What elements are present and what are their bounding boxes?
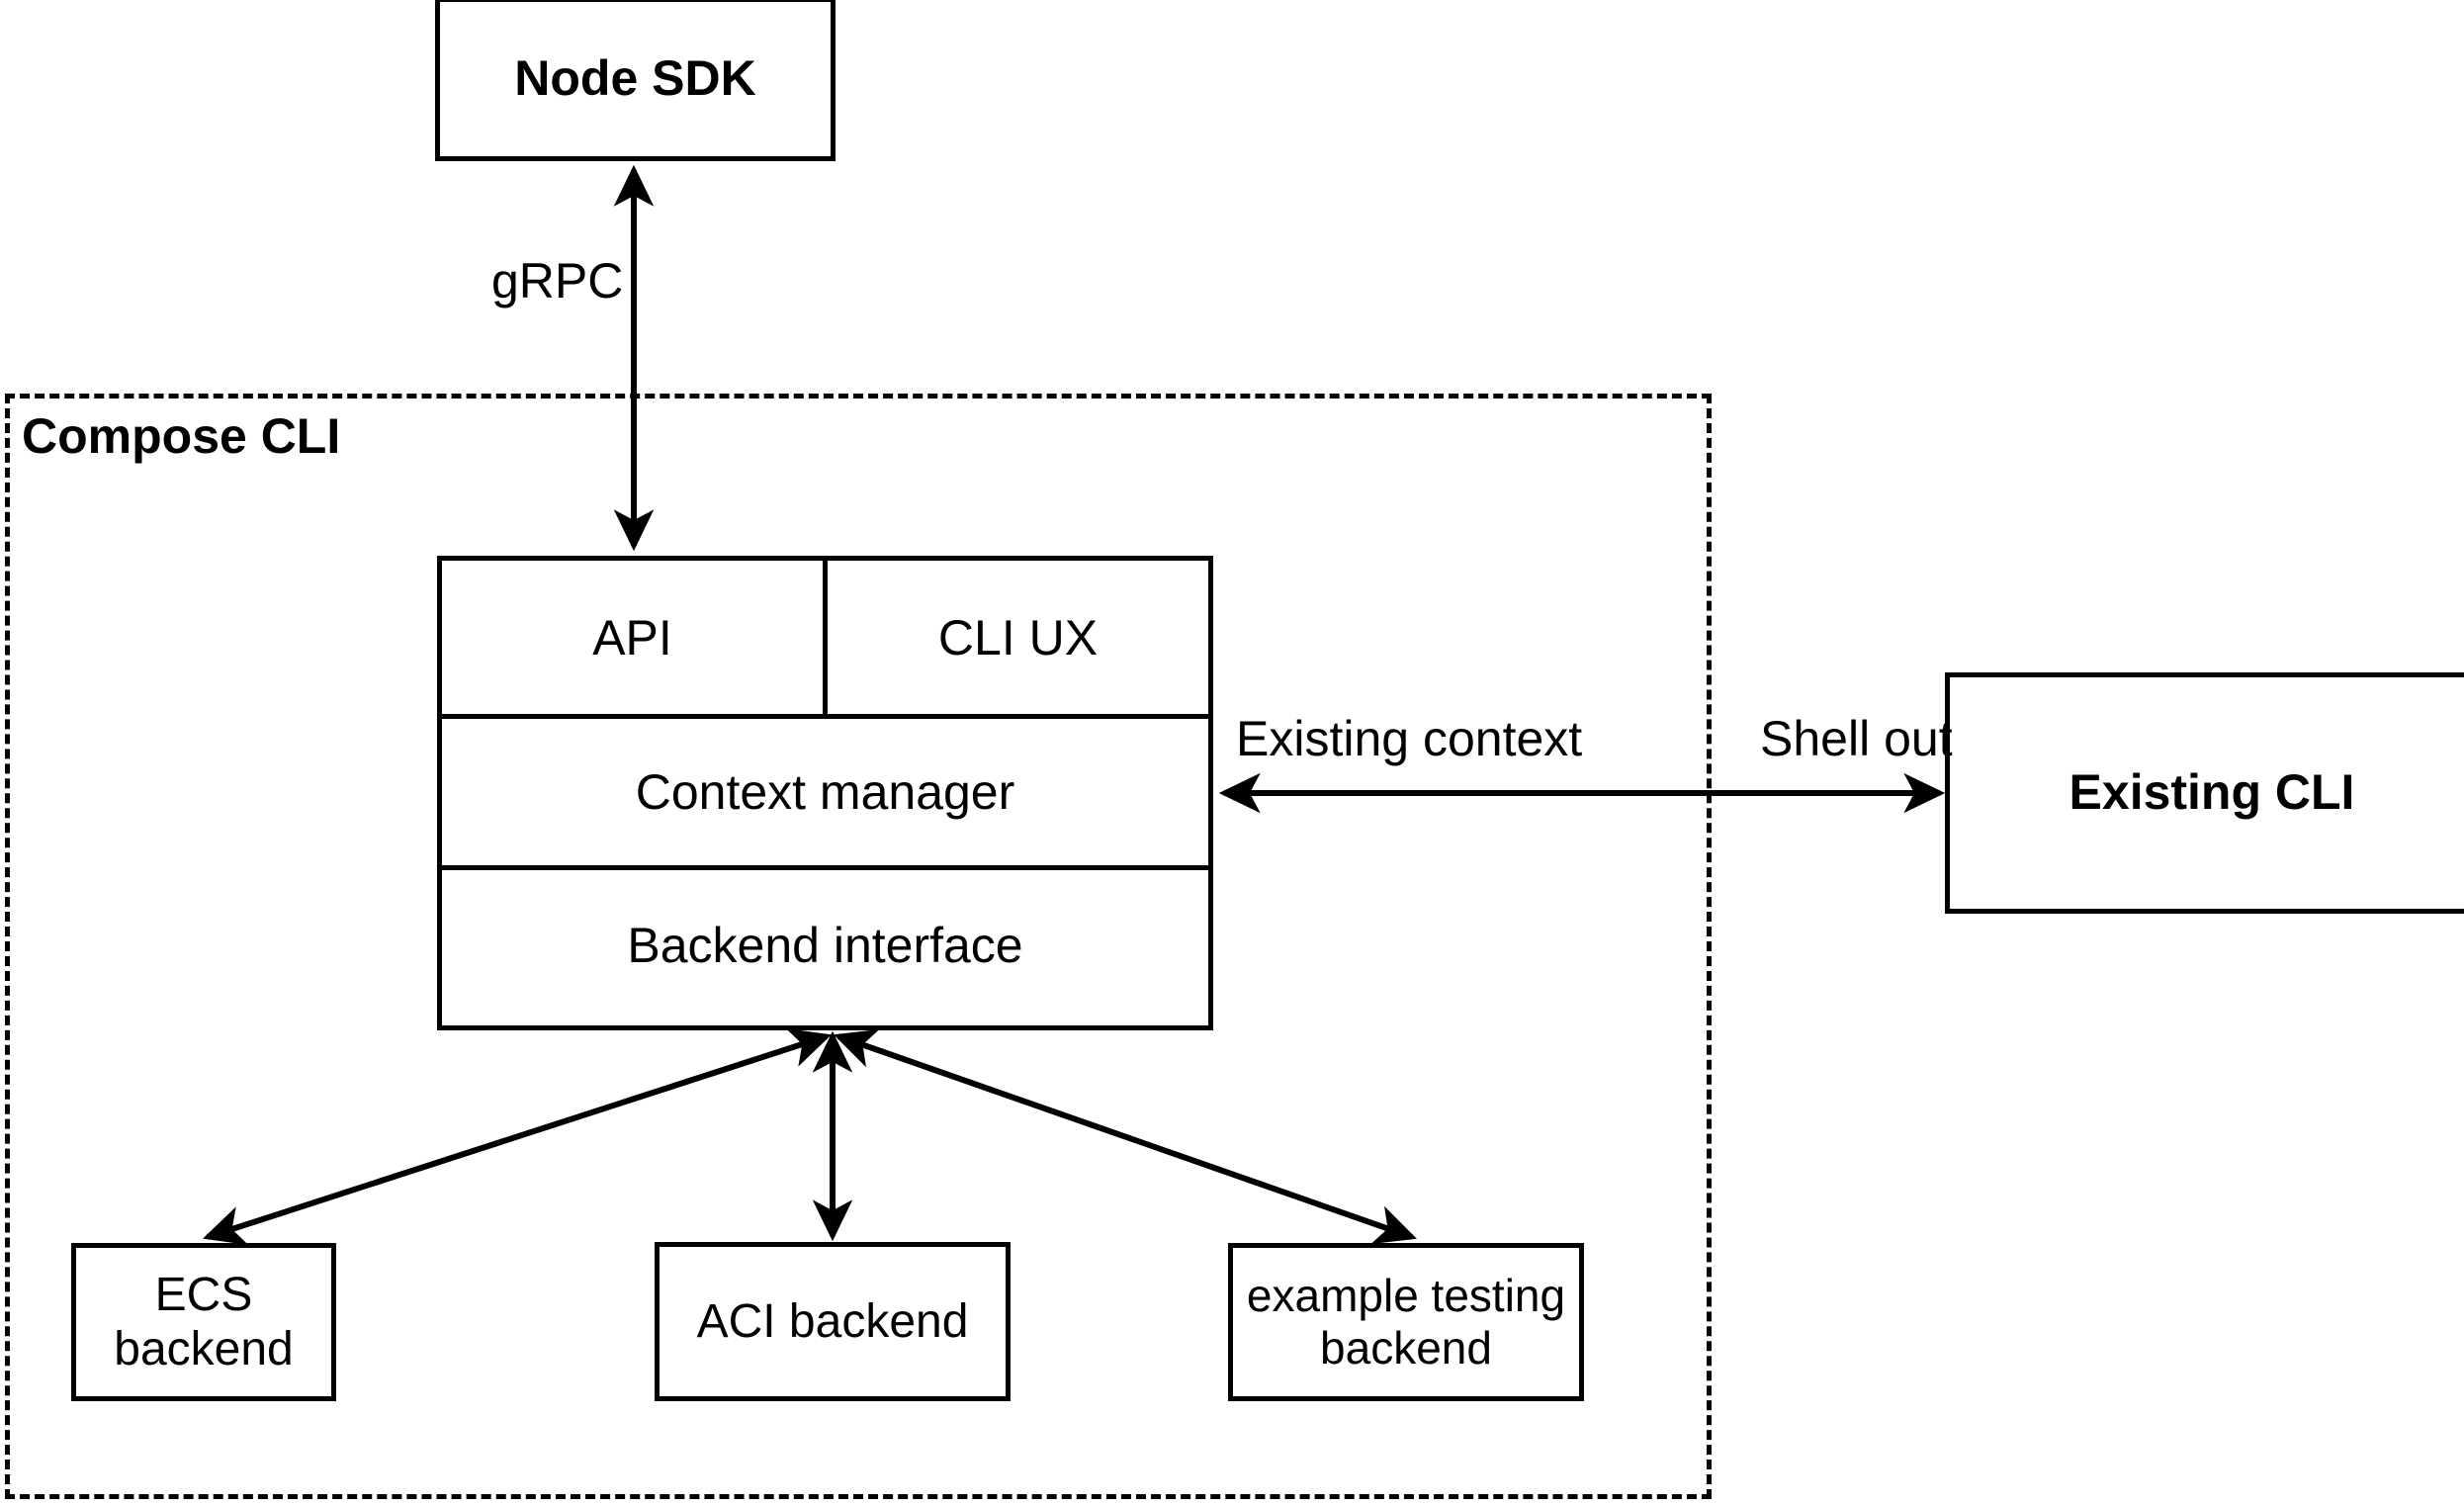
cli-ux-label: CLI UX: [937, 609, 1099, 665]
existing-cli-box[interactable]: Existing CLI: [1945, 672, 2464, 914]
compose-cli-group-label: Compose CLI: [22, 408, 341, 464]
api-cell[interactable]: API: [442, 561, 823, 714]
ecs-backend-label: ECS backend: [114, 1268, 294, 1375]
shell-out-edge-label: Shell out: [1760, 711, 1953, 766]
node-sdk-label: Node SDK: [514, 50, 756, 107]
backend-interface-label: Backend interface: [627, 918, 1023, 973]
aci-backend-box[interactable]: ACI backend: [655, 1242, 1011, 1401]
grpc-edge-label: gRPC: [491, 253, 624, 309]
stack-row-context: Context manager: [442, 714, 1208, 865]
existing-context-edge-label: Existing context: [1236, 711, 1583, 766]
context-manager-cell[interactable]: Context manager: [442, 719, 1208, 865]
cli-ux-cell[interactable]: CLI UX: [823, 561, 1208, 714]
ecs-backend-box[interactable]: ECS backend: [71, 1243, 336, 1401]
api-label: API: [592, 609, 672, 665]
stack-row-backend: Backend interface: [442, 865, 1208, 1020]
existing-cli-label: Existing CLI: [2068, 764, 2355, 821]
stack-row-top: API CLI UX: [442, 561, 1208, 714]
context-manager-label: Context manager: [635, 764, 1015, 820]
compose-cli-stack: API CLI UX Context manager Backend inter…: [437, 556, 1213, 1030]
backend-interface-cell[interactable]: Backend interface: [442, 870, 1208, 1020]
example-testing-backend-label-line1: example testing: [1246, 1270, 1566, 1322]
aci-backend-label: ACI backend: [696, 1294, 969, 1348]
example-testing-backend-label: example testing backend: [1237, 1270, 1575, 1374]
compose-cli-group-boundary: [5, 394, 1712, 1499]
example-testing-backend-label-line2: backend: [1320, 1322, 1492, 1374]
example-testing-backend-box[interactable]: example testing backend: [1228, 1243, 1584, 1401]
node-sdk-box[interactable]: Node SDK: [435, 0, 836, 161]
